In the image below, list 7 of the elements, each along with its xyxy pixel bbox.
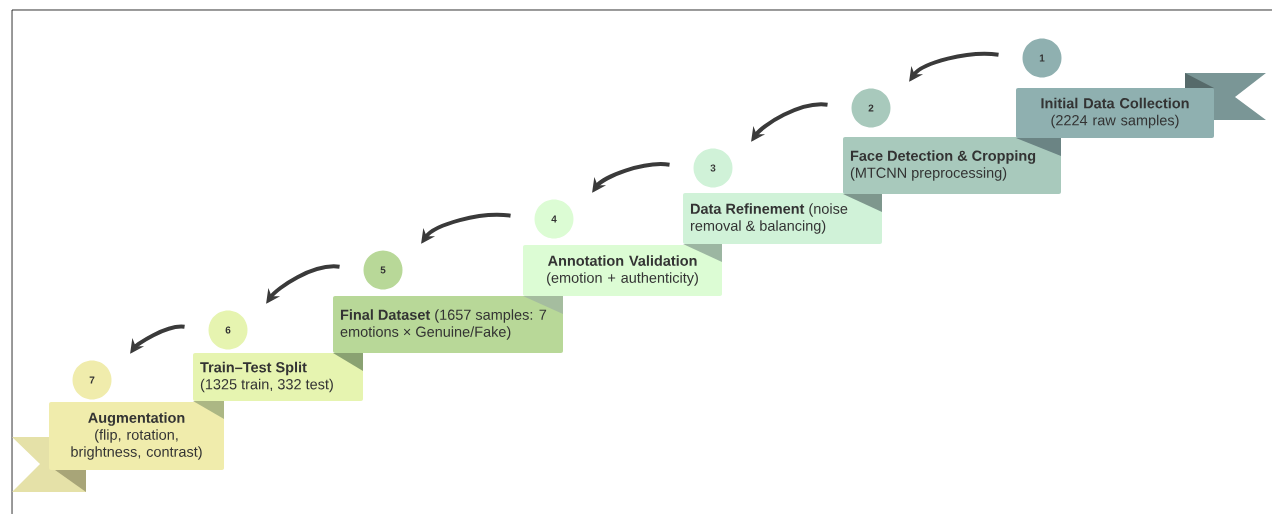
step-box: Data Refinement (noise removal & balancing) [683, 193, 882, 244]
step-box: Initial Data Collection (2224 raw samples) [1016, 88, 1214, 138]
step-box: Face Detection & Cropping (MTCNN preprocessing) [843, 137, 1061, 194]
step-box: Augmentation (flip, rotation, brightness, contrast) [49, 402, 224, 470]
step-box: Annotation Validation (emotion + authenticity) [523, 245, 722, 296]
step-box: Train–Test Split (1325 train, 332 test) [193, 353, 363, 401]
step-box: Final Dataset (1657 samples: 7 emotions × Genuine/Fake) [333, 296, 563, 353]
